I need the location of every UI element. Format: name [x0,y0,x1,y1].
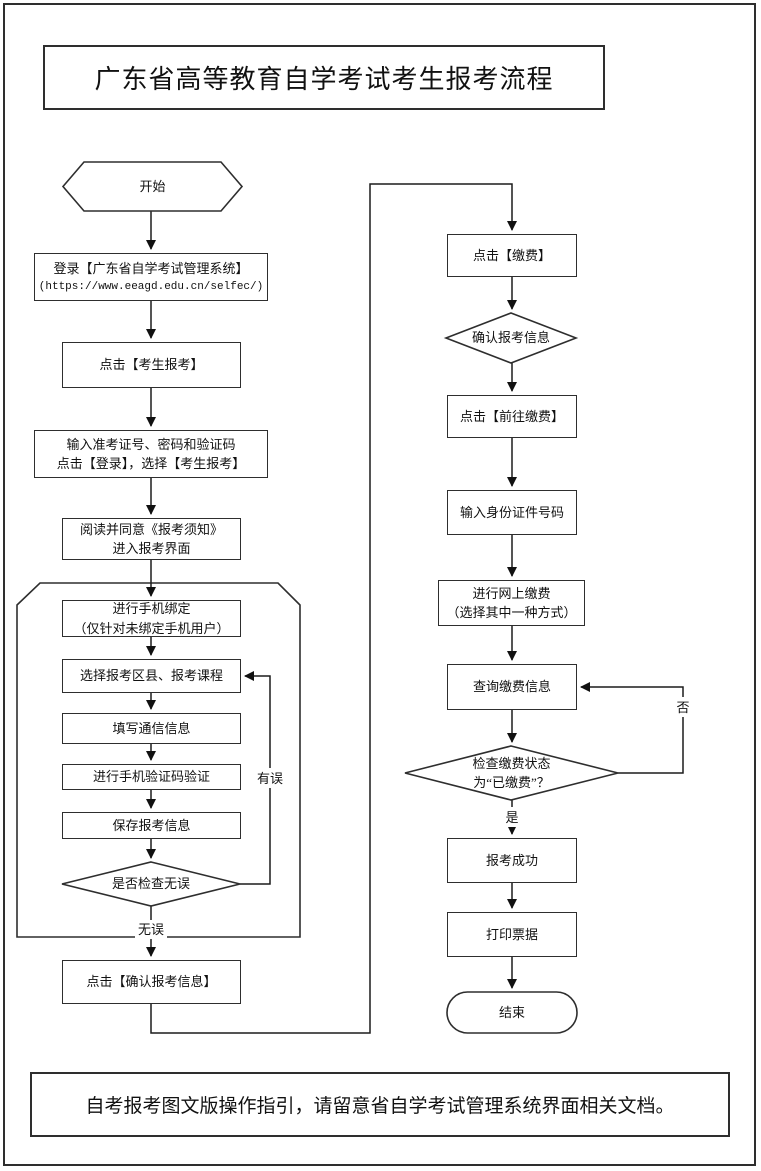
bind-phone-line1: 进行手机绑定 [112,601,191,616]
read-notice-line1: 阅读并同意《报考须知》 [79,521,223,537]
flow-box-bind-phone: 进行手机绑定 （仅针对未绑定手机用户） [62,600,241,637]
decision-payment-status-diamond [404,745,619,801]
edge-label-yes: 是 [504,807,520,827]
start-hexagon [61,161,244,212]
end-terminator [446,991,578,1034]
flow-box-enter-id-number: 输入身份证件号码 [447,490,577,535]
online-payment-line2: （选择其中一种方式） [446,605,577,620]
flow-box-print-receipt: 打印票据 [447,912,577,957]
edge-label-no-error: 无误 [135,920,167,939]
column-connector-edge [150,183,517,1034]
page-title: 广东省高等教育自学考试考生报考流程 [43,45,605,110]
decision-confirm-info-diamond [443,312,579,364]
enter-credentials-line2: 点击【登录】，选择【考生报考】 [56,456,246,471]
decision-check-correct-diamond [61,861,241,907]
login-system-url: (https://www.eeagd.edu.cn/selfec/) [38,280,264,293]
flow-box-click-confirm-info: 点击【确认报考信息】 [62,960,241,1004]
flow-box-fill-contact-info: 填写通信信息 [62,713,241,744]
flow-box-save-register-info: 保存报考信息 [62,812,241,839]
flow-box-online-payment: 进行网上缴费 （选择其中一种方式） [438,580,585,626]
flow-box-register-success: 报考成功 [447,838,577,883]
flow-box-select-district-courses: 选择报考区县、报考课程 [62,659,241,693]
footer-note: 自考报考图文版操作指引，请留意省自学考试管理系统界面相关文档。 [30,1072,730,1137]
login-system-line1: 登录【广东省自学考试管理系统】 [53,261,249,276]
flow-box-click-candidate-register: 点击【考生报考】 [62,342,241,388]
read-notice-line2: 进入报考界面 [112,541,191,556]
loop-not-paid-edge [580,682,684,774]
flow-box-click-goto-pay: 点击【前往缴费】 [447,395,577,438]
flow-box-login-system: 登录【广东省自学考试管理系统】 (https://www.eeagd.edu.c… [34,253,268,301]
online-payment-line1: 进行网上缴费 [472,585,551,601]
loop-limit-container [16,582,301,938]
flow-box-query-payment-info: 查询缴费信息 [447,664,577,710]
page-border [3,3,756,1166]
flow-box-click-pay: 点击【缴费】 [447,234,577,277]
flow-box-read-notice: 阅读并同意《报考须知》 进入报考界面 [62,518,241,560]
flow-box-phone-code-verify: 进行手机验证码验证 [62,764,241,790]
edge-label-error: 有误 [254,768,286,788]
bind-phone-line2: （仅针对未绑定手机用户） [73,620,230,636]
edge-label-no: 否 [675,697,691,717]
flow-box-enter-credentials: 输入准考证号、密码和验证码 点击【登录】，选择【考生报考】 [34,430,268,478]
enter-credentials-line1: 输入准考证号、密码和验证码 [66,436,236,452]
